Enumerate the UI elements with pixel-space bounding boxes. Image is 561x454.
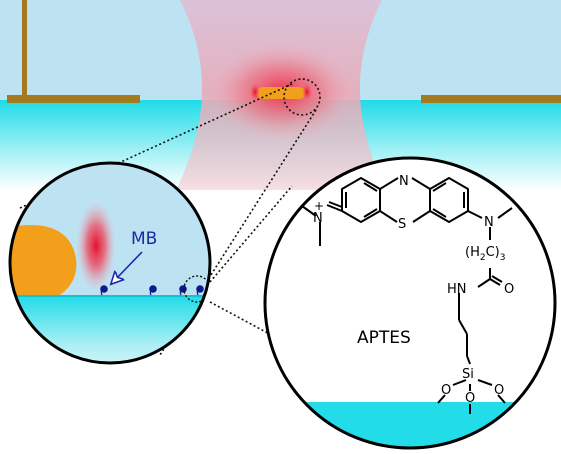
electrode-left — [7, 95, 140, 103]
electrode-right — [421, 95, 561, 103]
atom-plus-sign: + — [314, 199, 324, 213]
atom-n-amine: N — [484, 215, 494, 230]
mb-molecule-dot — [196, 285, 204, 293]
zoom-circle-border — [8, 161, 212, 365]
molecule-atom-labels: N S N + N (H2C)3 HN O Si O O O — [313, 174, 514, 406]
atom-n-ring: N — [399, 174, 409, 189]
mb-molecule-dot — [100, 285, 108, 293]
gold-nanoparticle — [257, 87, 305, 99]
connector-line — [209, 185, 293, 283]
aptes-label: APTES — [357, 328, 411, 348]
atom-o-left: O — [441, 383, 451, 398]
connector-line — [159, 109, 317, 356]
inspection-circle-molecule — [183, 275, 210, 303]
molecule-circle-bg — [265, 158, 555, 448]
atom-si: Si — [462, 367, 474, 382]
ring-middle — [379, 177, 399, 190]
atom-o-mid: O — [465, 391, 475, 406]
molecule-substrate — [265, 402, 555, 448]
mb-molecules — [100, 285, 204, 296]
top-scene — [0, 0, 561, 190]
atom-n-plus: N — [313, 211, 323, 226]
atom-hn: HN — [447, 282, 467, 297]
atom-s-ring: S — [398, 217, 406, 232]
zoom-nanoparticle — [10, 225, 77, 296]
zoom-hotspot — [76, 200, 116, 292]
inspection-circle-small — [283, 78, 321, 116]
mb-molecule-dot — [179, 285, 187, 293]
mb-arrow — [113, 251, 143, 282]
group-h2c3: (H2C)3 — [465, 245, 505, 263]
atom-o-right: O — [494, 383, 504, 398]
molecule-circle-border — [263, 156, 557, 450]
electrode-wire — [22, 0, 27, 96]
molecule-circle: N S N + N (H2C)3 HN O Si O O O APTES — [263, 156, 557, 450]
hotspot-left — [250, 83, 260, 101]
mb-label: MB — [131, 229, 157, 249]
zoom-circle: MB — [8, 161, 212, 365]
hotspot-right — [302, 83, 312, 101]
methylene-blue-structure — [301, 177, 513, 414]
mb-molecule-dot — [149, 285, 157, 293]
atom-o-carbonyl: O — [504, 282, 514, 297]
